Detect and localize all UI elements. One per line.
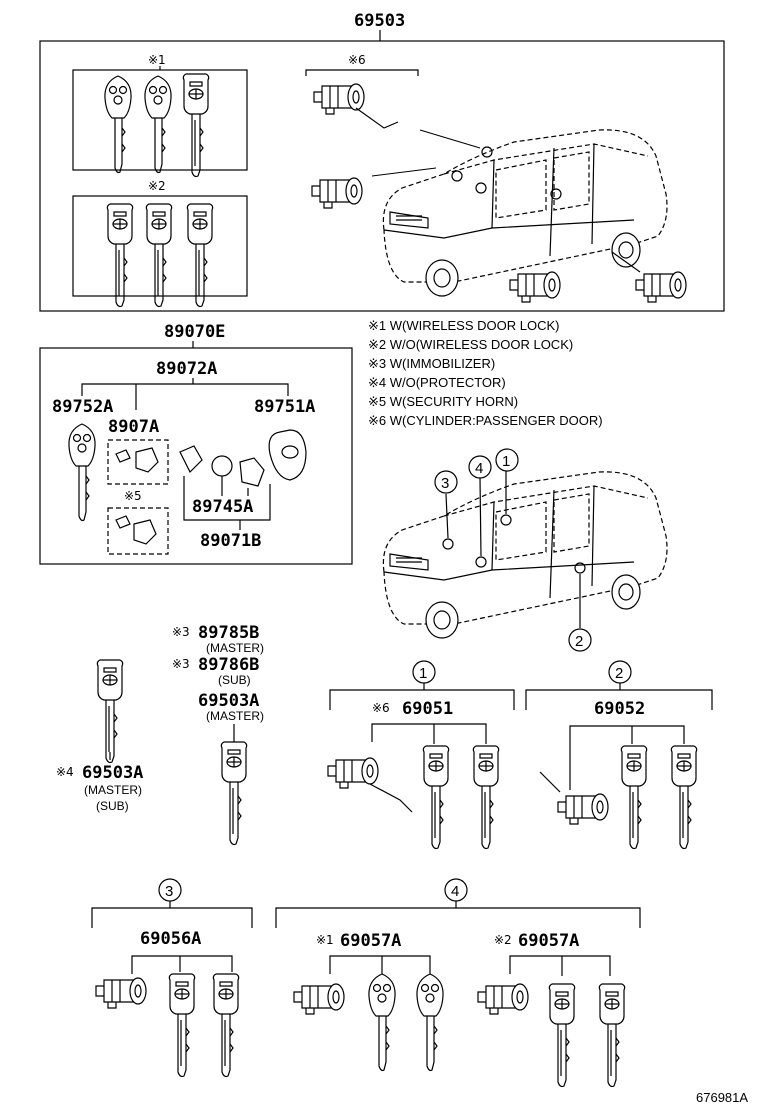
key-master-plain-label: (MASTER)	[206, 709, 264, 723]
transmitter-box	[107, 439, 169, 485]
sub-kit-part-number: 89072A	[156, 359, 217, 379]
callout-3-top: 3	[441, 475, 449, 492]
note-5: ※5 W(SECURITY HORN)	[368, 394, 518, 409]
callout-1-set: 1	[419, 665, 427, 682]
title-part-number: 69503	[354, 11, 405, 31]
callout-1-top: 1	[502, 453, 510, 470]
callout-4-set: 4	[451, 883, 459, 900]
key-left-sub: (SUB)	[96, 799, 129, 813]
set4b-part: 69057A	[518, 931, 579, 951]
mark-3-b: ※3	[172, 657, 190, 671]
mark-6-set-label: ※6	[372, 701, 390, 715]
mark-5-label: ※5	[124, 489, 142, 503]
key-w-remote-part: 89752A	[52, 397, 113, 417]
set4a-part: 69057A	[340, 931, 401, 951]
key-left-master: (MASTER)	[84, 783, 142, 797]
key-master-plain: 69503A	[198, 691, 259, 711]
key-sub-immobilizer: 89786B	[198, 655, 259, 675]
note-6: ※6 W(CYLINDER:PASSENGER DOOR)	[368, 413, 603, 428]
mark-6-top-label: ※6	[348, 53, 366, 67]
mark-1-label: ※1	[148, 53, 166, 67]
note-2: ※2 W/O(WIRELESS DOOR LOCK)	[368, 337, 573, 352]
set3-part: 69056A	[140, 929, 201, 949]
callout-2-top: 2	[575, 633, 583, 650]
kit-box	[39, 347, 353, 565]
case-part: 89071B	[200, 531, 261, 551]
mark-1-set-label: ※1	[316, 933, 334, 947]
key-plate-part: 89751A	[254, 397, 315, 417]
note-3: ※3 W(IMMOBILIZER)	[368, 356, 495, 371]
mark-2-label: ※2	[148, 179, 166, 193]
reference-code: 676981A	[696, 1090, 748, 1105]
mark-3-a: ※3	[172, 625, 190, 639]
set1-part: 69051	[402, 699, 453, 719]
battery-part: 89745A	[192, 497, 253, 517]
kit-part-number: 89070E	[164, 322, 225, 342]
callout-3-set: 3	[165, 883, 173, 900]
transmitter-horn-box	[107, 507, 169, 555]
note-4: ※4 W/O(PROTECTOR)	[368, 375, 506, 390]
key-left-part: 69503A	[82, 763, 143, 783]
key-master-immobilizer: 89785B	[198, 623, 259, 643]
key-sub-label: (SUB)	[218, 673, 251, 687]
mark-2-set-label: ※2	[494, 933, 512, 947]
mark-4-label: ※4	[56, 765, 74, 779]
transmitter-part: 8907A	[108, 417, 159, 437]
callout-4-top: 4	[475, 460, 483, 477]
key-master-label: (MASTER)	[206, 641, 264, 655]
set2-part: 69052	[594, 699, 645, 719]
top-box	[39, 40, 725, 312]
key-group-2-box	[72, 195, 248, 297]
note-1: ※1 W(WIRELESS DOOR LOCK)	[368, 318, 559, 333]
callout-2-set: 2	[615, 665, 623, 682]
